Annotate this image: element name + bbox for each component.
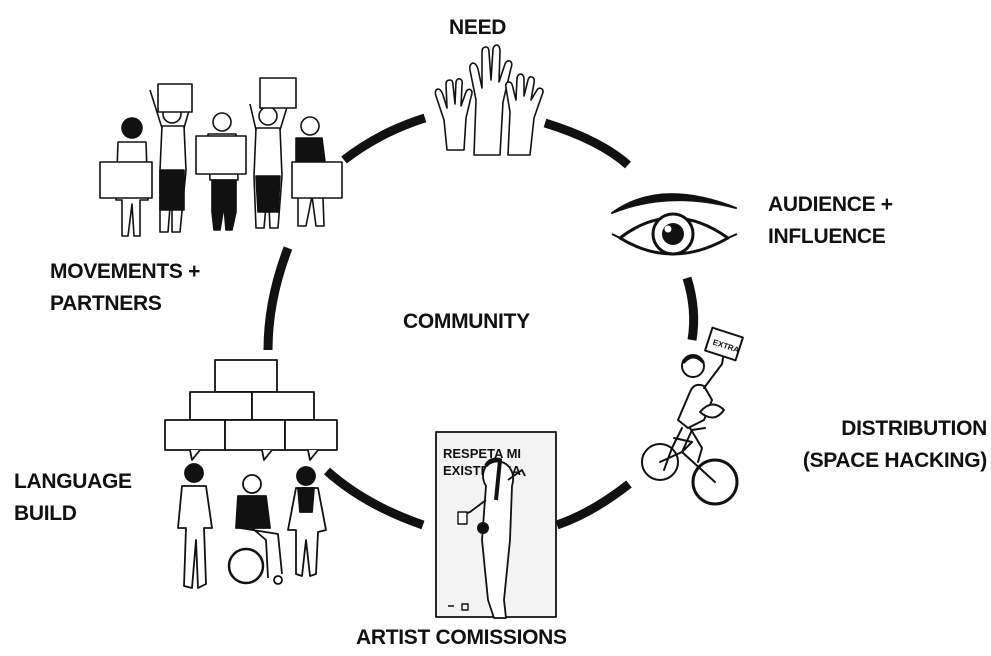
center-label-community-text: COMMUNITY [403,310,530,333]
node-label-artist: ARTIST COMISSIONS [356,622,567,654]
node-label-language: LANGUAGE BUILD [14,466,132,530]
node-label-movements-line1: MOVEMENTS + [50,260,201,283]
center-label-community: COMMUNITY [403,306,530,338]
node-label-audience: AUDIENCE + INFLUENCE [768,189,893,253]
ring-arc-movements-need [341,113,427,164]
cycle-ring [263,113,699,530]
node-label-artist-line1: ARTIST COMISSIONS [356,626,567,649]
speech-blocks-people-icon [164,359,338,589]
poster-text-line1: RESPETA MI [443,446,521,461]
node-label-distribution-line2: (SPACE HACKING) [802,449,987,472]
node-label-distribution-line1: DISTRIBUTION [841,417,987,440]
node-label-language-line2: BUILD [14,502,77,525]
ring-arc-need-audience [543,118,631,169]
eye-icon [611,193,738,256]
ring-arc-language-movements [263,246,293,351]
node-label-movements-line2: PARTNERS [50,292,162,315]
ring-arc-distribution-artist [555,480,632,530]
protesters-icon [99,77,343,237]
cyclist-icon: EXTRA [641,326,744,506]
raised-hands-icon [434,44,544,156]
node-label-language-line1: LANGUAGE [14,470,132,493]
node-label-need-line1: NEED [449,16,507,39]
ring-arc-artist-language [324,467,425,530]
node-label-distribution: DISTRIBUTION (SPACE HACKING) [803,413,987,477]
muralist-icon: RESPETA MI EXISTENCIA [435,431,557,619]
node-label-audience-line2: INFLUENCE [768,225,886,248]
ring-arc-audience-distribution [682,276,699,341]
node-label-audience-line1: AUDIENCE + [768,193,893,216]
node-label-movements: MOVEMENTS + PARTNERS [50,256,200,320]
node-label-need: NEED [449,12,506,44]
